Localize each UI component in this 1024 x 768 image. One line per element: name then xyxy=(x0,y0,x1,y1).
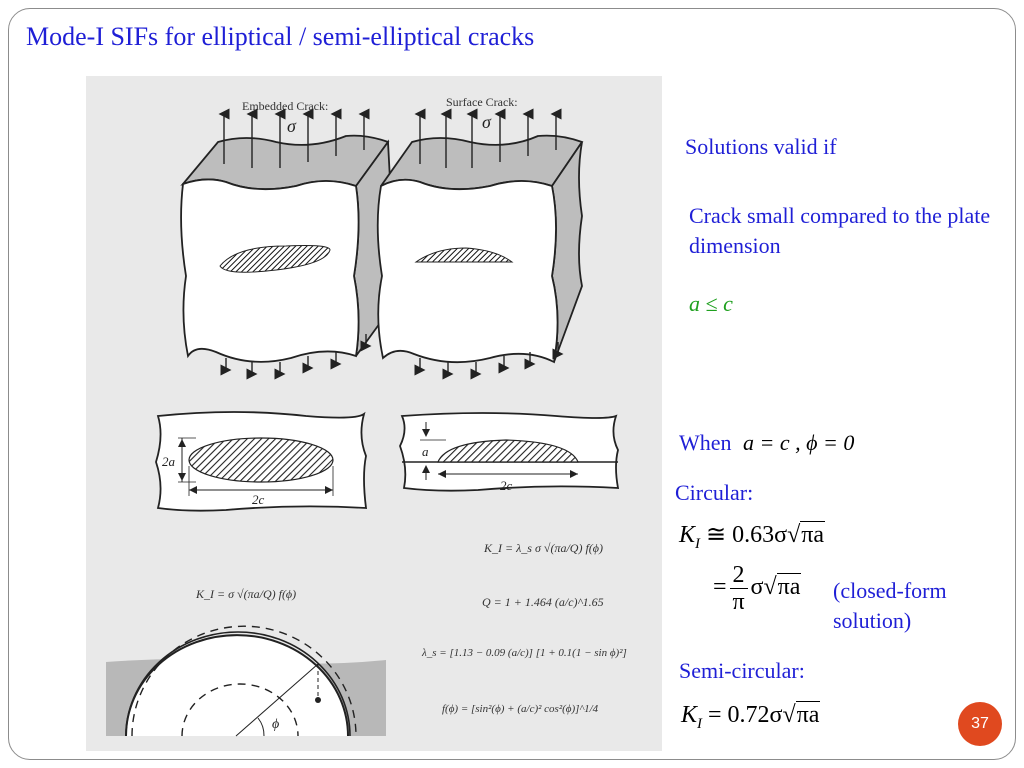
closed-eq: = xyxy=(713,574,727,601)
embedded-crack-label: Embedded Crack: xyxy=(242,99,328,113)
closed-num: 2 xyxy=(729,562,748,589)
slide-title: Mode-I SIFs for elliptical / semi-ellipt… xyxy=(26,22,535,51)
sqrt-sign-1: √ xyxy=(787,522,801,548)
dim-2a: 2a xyxy=(162,454,176,469)
embedded-crack-block: σ xyxy=(180,108,391,380)
slide-frame xyxy=(8,8,1016,760)
semi-k-value: = 0.72σ xyxy=(702,702,783,728)
eq-k-surface: K_I = λ_s σ √(πa/Q) f(ϕ) xyxy=(483,541,603,555)
sqrt-sign-2: √ xyxy=(763,574,777,601)
circular-k-equation: KI ≅ 0.63σ√πa xyxy=(679,520,826,552)
dim-2c-embedded: 2c xyxy=(252,492,265,507)
dim-a: a xyxy=(422,444,429,459)
circular-label: Circular: xyxy=(675,480,754,505)
eq-q: Q = 1 + 1.464 (a/c)^1.65 xyxy=(482,595,604,609)
sqrt-sign-3: √ xyxy=(782,702,796,728)
closed-radicand: πa xyxy=(776,573,802,601)
page-number-badge: 37 xyxy=(958,702,1002,746)
condition-small-crack: Crack small compared to the plate dimens… xyxy=(689,203,991,258)
circular-k-value: 0.63σ xyxy=(732,522,788,548)
when-condition: When a = c , ϕ = 0 xyxy=(679,428,854,458)
circular-k-rel: ≅ xyxy=(706,522,727,548)
semi-k-sub: I xyxy=(697,716,703,732)
embedded-section: 2a 2c xyxy=(155,411,368,512)
eq-lambda: λ_s = [1.13 − 0.09 (a/c)] [1 + 0.1(1 − s… xyxy=(421,647,627,659)
semi-k-radicand: πa xyxy=(795,701,821,728)
semi-ellipse-diagram: ϕ xyxy=(106,625,386,737)
closed-form-note: (closed-form solution) xyxy=(833,578,947,633)
crack-figure: Embedded Crack: Surface Crack: σ xyxy=(86,76,662,751)
when-cond: a = c , ϕ = 0 xyxy=(743,430,855,455)
circular-k-symbol: K xyxy=(679,522,696,548)
sigma-top-2: σ xyxy=(482,112,492,132)
surface-section: a 2c xyxy=(399,412,620,493)
closed-sigma: σ xyxy=(750,574,764,601)
condition-a-le-c: a ≤ c xyxy=(689,291,733,316)
eq-k-embedded: K_I = σ √(πa/Q) f(ϕ) xyxy=(195,587,296,601)
semicircular-label: Semi-circular: xyxy=(679,658,805,683)
valid-heading: Solutions valid if xyxy=(685,134,837,159)
eq-f: f(ϕ) = [sin²(ϕ) + (a/c)² cos²(ϕ)]^1/4 xyxy=(442,703,599,715)
semi-k-symbol: K xyxy=(681,702,698,728)
surface-crack-label: Surface Crack: xyxy=(446,95,518,109)
surface-crack-block: σ xyxy=(376,108,584,380)
closed-den: π xyxy=(732,589,745,615)
dim-2c-surface: 2c xyxy=(500,478,513,493)
when-label: When xyxy=(679,430,732,455)
circular-k-radicand: πa xyxy=(800,521,826,548)
circular-k-sub: I xyxy=(695,536,701,552)
semicircular-k-equation: KI = 0.72σ√πa xyxy=(681,701,821,732)
phi-label: ϕ xyxy=(272,717,279,732)
sigma-top-1: σ xyxy=(287,116,297,136)
